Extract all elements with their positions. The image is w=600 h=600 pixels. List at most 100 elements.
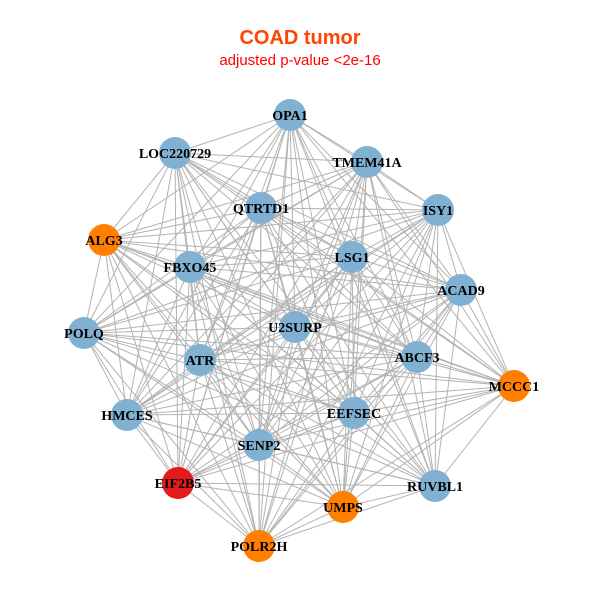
node-polr2h — [243, 530, 275, 562]
edge — [177, 266, 191, 484]
node-label: POLQ — [64, 327, 104, 342]
edge — [83, 152, 176, 334]
edge — [437, 209, 515, 387]
edge — [103, 239, 128, 416]
node-label: LSG1 — [334, 251, 369, 266]
edge — [126, 412, 355, 416]
edge — [83, 289, 462, 334]
node-atr — [184, 344, 216, 376]
node-u2surp — [279, 311, 311, 343]
edge — [174, 152, 462, 291]
node-label: TMEM41A — [332, 156, 402, 171]
node-senp2 — [243, 429, 275, 461]
edge — [177, 356, 418, 484]
edge — [199, 359, 260, 547]
edge — [126, 209, 439, 416]
edge — [103, 239, 344, 508]
edge — [103, 239, 436, 487]
node-label: OPA1 — [272, 109, 308, 124]
node-umps — [327, 491, 359, 523]
edge — [258, 209, 439, 547]
edge — [342, 356, 418, 508]
edge — [366, 161, 436, 487]
edge — [189, 266, 260, 547]
edge — [294, 326, 344, 508]
node-label: EEFSEC — [327, 407, 381, 422]
edge — [126, 385, 515, 416]
edge — [189, 266, 260, 446]
edge — [260, 207, 439, 211]
edge — [83, 161, 368, 334]
edge — [174, 152, 179, 484]
edge — [353, 412, 436, 487]
edge — [126, 207, 262, 416]
edge — [189, 266, 296, 328]
edge — [351, 256, 355, 414]
node-tmem41a — [351, 146, 383, 178]
edge — [189, 266, 515, 387]
edge — [353, 161, 368, 414]
node-mccc1 — [498, 370, 530, 402]
edge — [351, 256, 462, 291]
edge — [258, 385, 515, 547]
edge — [199, 209, 439, 361]
edge — [199, 356, 418, 361]
edge — [199, 114, 291, 361]
edge — [199, 289, 462, 361]
edge — [174, 114, 291, 154]
edge — [177, 161, 368, 484]
edge — [83, 209, 439, 334]
node-fbxo45 — [174, 251, 206, 283]
edge — [199, 359, 260, 446]
node-acad9 — [445, 274, 477, 306]
edge — [258, 326, 296, 547]
edge — [177, 256, 353, 484]
edge — [103, 239, 418, 358]
edge — [103, 239, 462, 291]
edge — [83, 332, 260, 547]
edge — [83, 332, 418, 358]
node-label: UMPS — [323, 501, 363, 516]
node-ruvbl1 — [419, 470, 451, 502]
node-label: ATR — [186, 354, 215, 369]
edge — [460, 289, 515, 387]
edge — [177, 385, 515, 484]
edge — [342, 385, 515, 508]
edge — [342, 161, 368, 508]
edge — [83, 332, 436, 487]
edge — [174, 152, 418, 358]
figure-title: COAD tumor — [239, 27, 361, 49]
edge — [351, 209, 439, 258]
edge — [177, 326, 296, 484]
edge — [258, 444, 436, 487]
node-label: SENP2 — [238, 439, 281, 454]
node-label: RUVBL1 — [407, 480, 463, 495]
node-label: QTRTD1 — [233, 202, 289, 217]
edge — [189, 266, 418, 358]
node-label: U2SURP — [268, 321, 322, 336]
edge — [260, 161, 368, 209]
edge — [177, 482, 344, 508]
edge — [126, 414, 344, 508]
edge — [103, 239, 355, 414]
edge — [416, 356, 436, 487]
node-abcf3 — [401, 341, 433, 373]
edge — [189, 266, 462, 291]
edge — [353, 209, 439, 414]
edge — [177, 482, 260, 547]
edge — [126, 114, 291, 416]
edge — [83, 332, 344, 508]
edge — [103, 114, 291, 241]
edge — [83, 266, 191, 334]
edge — [103, 239, 260, 547]
node-isy1 — [422, 194, 454, 226]
node-label: POLR2H — [231, 540, 288, 555]
node-eefsec — [338, 397, 370, 429]
node-label: ALG3 — [85, 234, 122, 249]
node-alg3 — [88, 224, 120, 256]
edge — [174, 152, 368, 163]
edge — [126, 289, 462, 416]
edge — [103, 239, 179, 484]
